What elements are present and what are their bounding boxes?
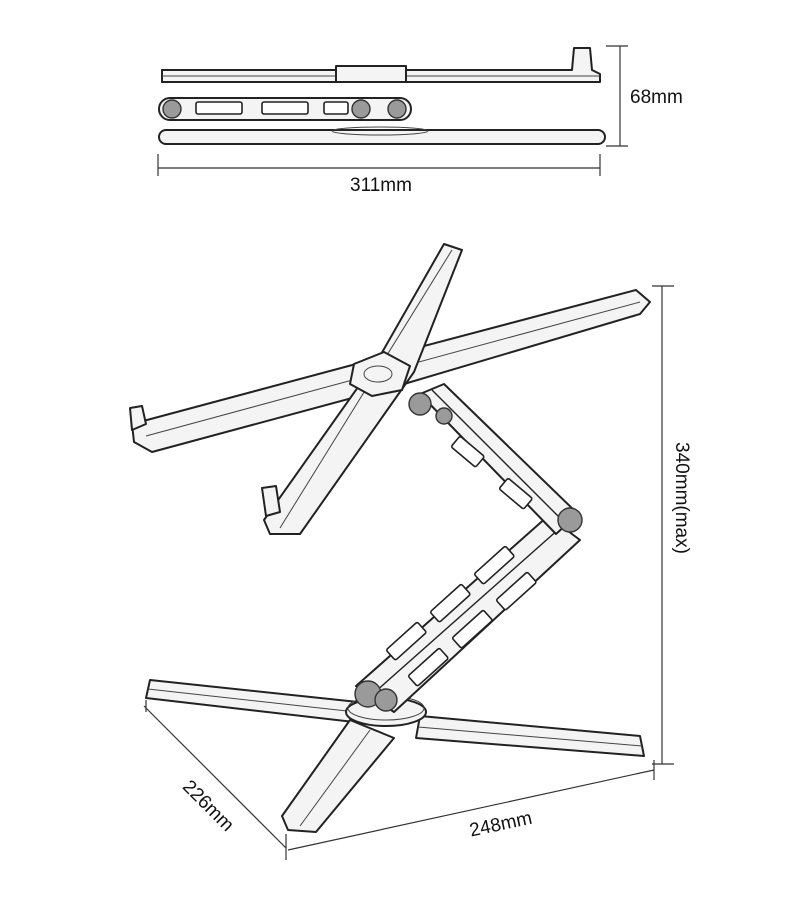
top-plate-lip-front [261, 485, 281, 517]
dim-label-folded-width: 311mm [350, 175, 412, 196]
top-hub [349, 351, 411, 397]
lower-pivot-knob-2 [374, 688, 398, 712]
lower-arm-slot [386, 621, 427, 661]
upper-arm-slot [499, 478, 533, 510]
folded-side-view: 68mm 311mm [157, 45, 683, 196]
upper-arm-slot [451, 436, 485, 468]
folded-arm-pivot-mid [351, 99, 371, 119]
elbow-pivot-knob [557, 507, 583, 533]
folded-arm-pivot-left [162, 99, 182, 119]
dim-line-226 [143, 705, 287, 849]
folded-arm-slot [323, 101, 349, 115]
lower-arm-slot [430, 583, 471, 623]
folded-base-plate [158, 129, 606, 145]
folded-top-hinge [335, 65, 407, 83]
dim-label-folded-height: 68mm [630, 87, 683, 108]
upper-pivot-knob-2 [435, 407, 453, 425]
lower-arm-slot [474, 545, 515, 585]
lower-arm-slot [408, 647, 449, 687]
base-leg-front [281, 719, 395, 833]
lower-arm-slot [496, 571, 537, 611]
lower-arm-slot [452, 609, 493, 649]
dim-label-max-height: 340mm(max) [671, 442, 692, 554]
folded-arm-slot [261, 101, 309, 115]
dim-label-base-depth: 226mm [178, 776, 238, 836]
upper-pivot-knob [408, 392, 432, 416]
dim-line-248 [287, 769, 655, 851]
folded-arm-slot [195, 101, 243, 115]
lower-arm [355, 515, 581, 713]
open-iso-view: 340mm(max) 226mm 248mm [129, 243, 692, 860]
folded-top-plate [161, 47, 601, 83]
folded-arm-pivot-right [387, 99, 407, 119]
top-plate-lip-left [129, 405, 147, 431]
dim-label-base-width: 248mm [468, 808, 534, 842]
